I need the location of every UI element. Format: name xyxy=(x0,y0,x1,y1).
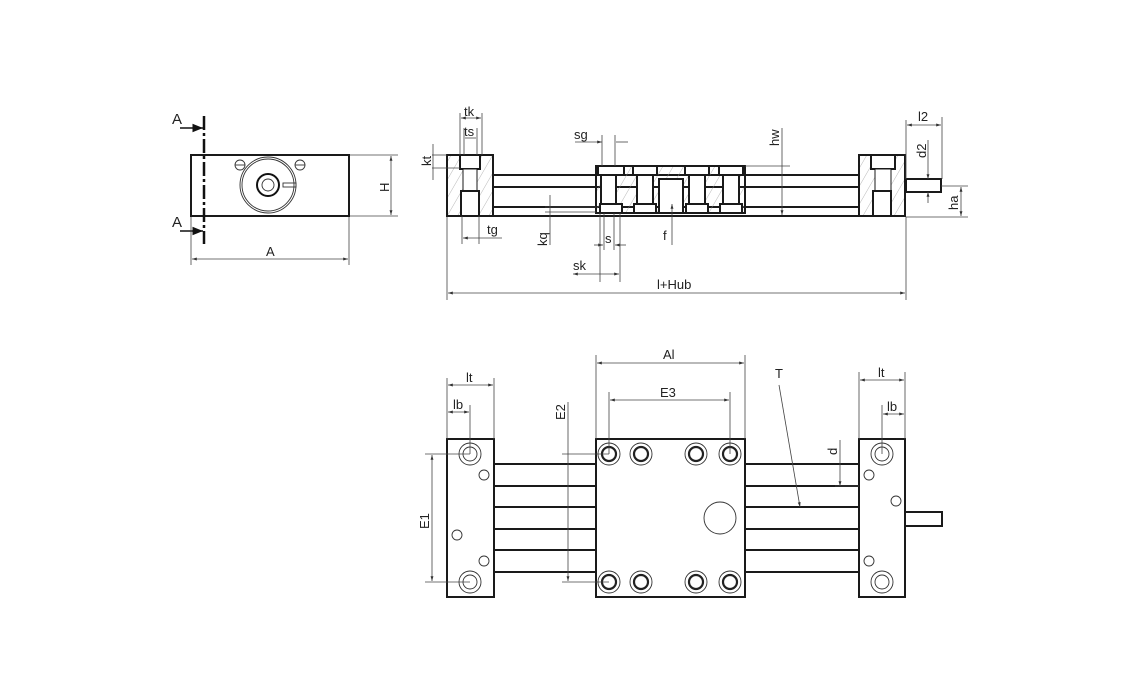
dim-label-kq: kq xyxy=(535,232,550,246)
dim-label-E2: E2 xyxy=(553,404,568,420)
dim-label-f: f xyxy=(663,228,667,243)
dim-label-sk: sk xyxy=(573,258,587,273)
dim-label-tk: tk xyxy=(464,104,475,119)
bearing-outer-icon xyxy=(239,156,297,214)
dim-label-E1: E1 xyxy=(417,513,432,529)
dim-label-A: A xyxy=(266,244,275,259)
dim-label-lt-right: lt xyxy=(878,365,885,380)
dim-label-overall-length: l+Hub xyxy=(657,277,691,292)
dim-label-kt: kt xyxy=(419,156,434,167)
dim-label-H: H xyxy=(377,183,392,192)
shaft-top xyxy=(904,511,943,527)
side-section-view: tk ts kt tg kq sg s sk xyxy=(419,104,968,300)
carriage-bores xyxy=(597,165,744,214)
carriage-bolt-holes xyxy=(597,442,742,594)
shaft-icon xyxy=(256,173,280,197)
right-end-block-top xyxy=(858,438,906,598)
dim-label-d2: d2 xyxy=(914,144,929,158)
dim-label-E3: E3 xyxy=(660,385,676,400)
dim-label-ts: ts xyxy=(464,124,475,139)
end-view: A A H A xyxy=(172,111,398,265)
dim-label-lb-left: lb xyxy=(453,397,463,412)
left-end-block-top xyxy=(446,438,495,598)
dim-label-ha: ha xyxy=(946,195,961,210)
dim-label-d: d xyxy=(825,448,840,455)
dim-label-sg: sg xyxy=(574,127,588,142)
section-label-top: A xyxy=(172,111,182,128)
dim-label-T: T xyxy=(775,366,783,381)
carriage-top xyxy=(595,438,746,598)
center-bore xyxy=(703,501,737,535)
dim-label-Al: Al xyxy=(663,347,675,362)
dim-label-tg: tg xyxy=(487,222,498,237)
dim-label-lb-right: lb xyxy=(887,399,897,414)
screw-icon xyxy=(234,159,246,171)
end-plate-outline xyxy=(190,154,350,217)
dim-label-hw: hw xyxy=(767,129,782,146)
shaft xyxy=(905,178,942,193)
dim-label-lt-left: lt xyxy=(466,370,473,385)
top-view: lt lb E1 E2 Al E3 T d lt xyxy=(417,347,943,598)
dim-label-s: s xyxy=(605,231,612,246)
screw-icon xyxy=(294,159,306,171)
section-label-bottom: A xyxy=(172,214,182,231)
dim-label-l2: l2 xyxy=(918,109,928,124)
